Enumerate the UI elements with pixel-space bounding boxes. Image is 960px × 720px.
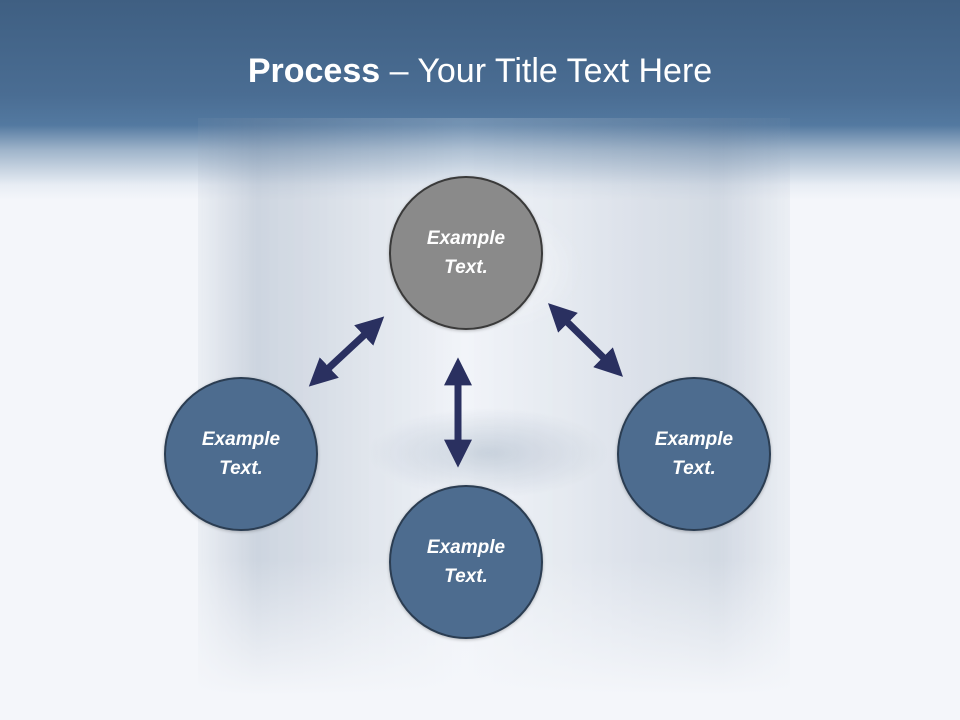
node-left-line1: Example [201,429,281,450]
process-node-top: Example Text. [389,176,543,330]
node-left-line2: Text. [219,458,263,479]
page-title: Process – Your Title Text Here [0,52,960,91]
process-node-bottom: Example Text. [389,485,543,639]
process-node-right: Example Text. [617,377,771,531]
title-bar [0,0,960,200]
node-right-line2: Text. [672,458,716,479]
double-arrow-top-right-icon [548,303,623,377]
node-right-line1: Example [654,429,734,450]
title-rest: – Your Title Text Here [380,52,713,90]
title-bold: Process [247,52,381,90]
process-node-left: Example Text. [164,377,318,531]
node-top-line1: Example [426,228,506,249]
node-bottom-line2: Text. [444,566,488,587]
node-top-line2: Text. [444,257,488,278]
double-arrow-top-left-icon [308,316,385,387]
node-bottom-line1: Example [426,537,506,558]
